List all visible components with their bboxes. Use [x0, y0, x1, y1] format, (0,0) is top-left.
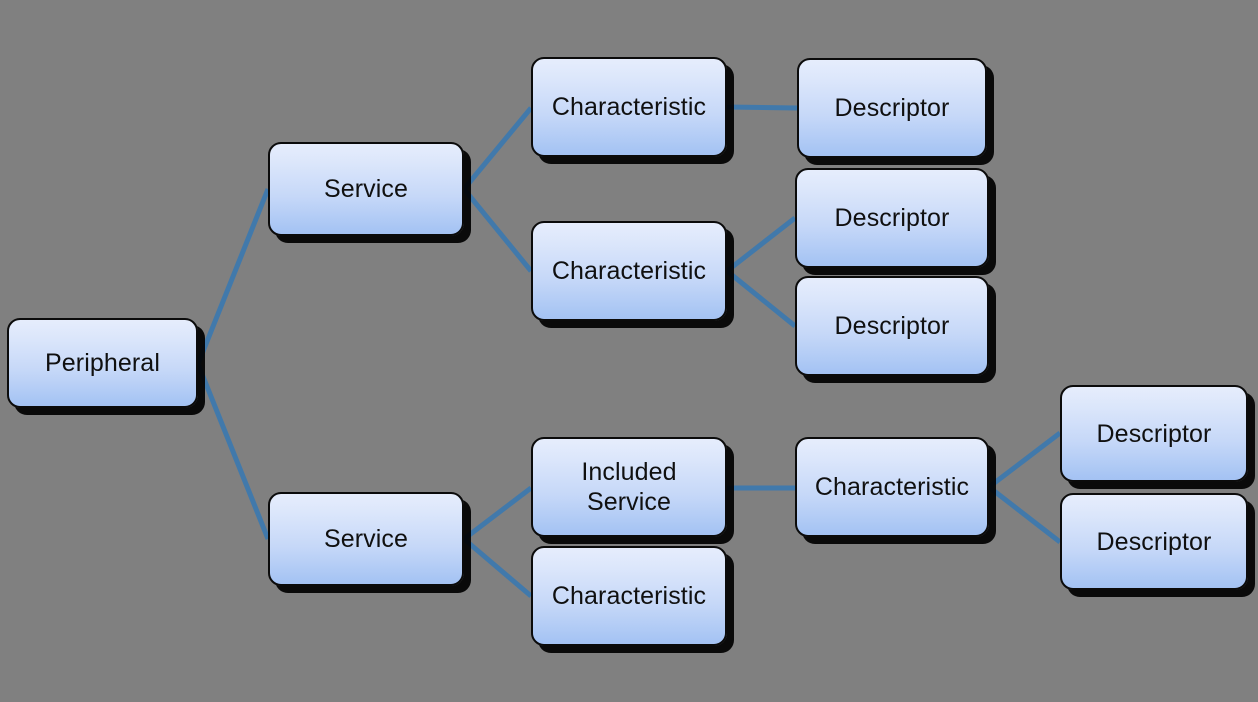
node-char-2[interactable]: Characteristic	[531, 221, 727, 321]
connector-char-1-to-descriptor-1	[726, 104, 798, 111]
connector-service-2-to-included-svc	[462, 486, 533, 541]
connector-char-4-to-descriptor-5	[987, 485, 1062, 544]
connector-char-2-to-descriptor-2	[725, 216, 797, 273]
node-char-4[interactable]: Characteristic	[795, 437, 989, 537]
node-descriptor-1[interactable]: Descriptor	[797, 58, 987, 158]
connector-char-4-to-descriptor-4	[987, 431, 1062, 489]
node-service-2[interactable]: Service	[268, 492, 464, 586]
connector-service-2-to-char-3	[462, 537, 533, 598]
node-descriptor-2[interactable]: Descriptor	[795, 168, 989, 268]
node-char-3[interactable]: Characteristic	[531, 546, 727, 646]
node-included-svc[interactable]: Included Service	[531, 437, 727, 537]
node-descriptor-5[interactable]: Descriptor	[1060, 493, 1248, 590]
connector-char-2-to-descriptor-3	[725, 269, 797, 328]
connector-service-1-to-char-1	[462, 106, 533, 191]
node-peripheral[interactable]: Peripheral	[7, 318, 198, 408]
node-char-1[interactable]: Characteristic	[531, 57, 727, 157]
node-descriptor-4[interactable]: Descriptor	[1060, 385, 1248, 482]
node-service-1[interactable]: Service	[268, 142, 464, 236]
connector-peripheral-to-service-2	[195, 363, 271, 540]
node-descriptor-3[interactable]: Descriptor	[795, 276, 989, 376]
connector-peripheral-to-service-1	[195, 188, 271, 365]
connector-service-1-to-char-2	[462, 187, 533, 273]
